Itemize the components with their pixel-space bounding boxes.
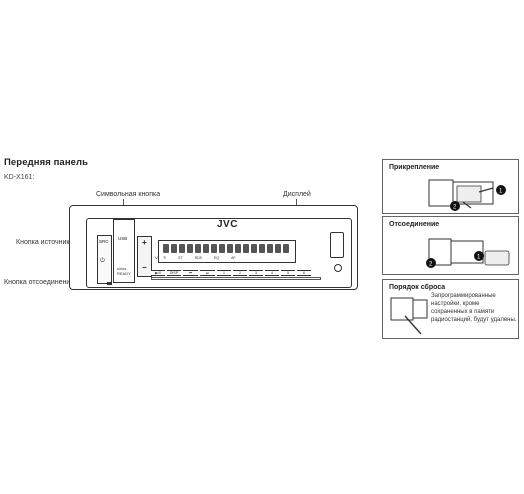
callout-source-button: Кнопка источника <box>16 239 74 246</box>
attach-step1: 1 <box>499 189 503 195</box>
preset-button[interactable]: ⏮ <box>183 270 198 276</box>
attach-step2: 2 <box>453 205 457 211</box>
attach-panel: Прикрепление 1 2 <box>382 159 519 214</box>
detach-button[interactable] <box>107 282 112 285</box>
preset-button[interactable]: 1 <box>217 270 231 276</box>
callout-symbol-button: Символьная кнопка <box>96 191 161 198</box>
display-indicator: EQ <box>214 256 220 260</box>
reset-illustration <box>390 297 428 335</box>
aux-jack[interactable] <box>334 264 342 272</box>
brand-logo: JVC <box>217 219 238 230</box>
attach-title: Прикрепление <box>389 164 440 171</box>
reset-panel: Порядок сброса Запрограммированные настр… <box>382 279 519 339</box>
usb-slot[interactable] <box>113 219 135 283</box>
volume-knob[interactable] <box>137 236 152 277</box>
button-bar <box>151 277 321 280</box>
detach-step1: 1 <box>477 255 481 261</box>
display-indicator: ST <box>178 256 183 260</box>
callout-detach-button: Кнопка отсоединения <box>4 279 75 286</box>
preset-button[interactable]: 2 <box>233 270 247 276</box>
detach-title: Отсоединение <box>389 221 440 228</box>
detach-illustration: 1 2 <box>426 238 510 268</box>
vol-minus-icon: − <box>142 263 147 272</box>
lcd-display: TI ST RDS EQ AF <box>158 240 296 263</box>
preset-button[interactable]: 6 <box>297 270 311 276</box>
vol-plus-icon: + <box>142 238 147 247</box>
detach-step2: 2 <box>429 262 433 268</box>
preset-button[interactable]: 5 <box>281 270 295 276</box>
display-segments <box>163 244 289 253</box>
preset-button[interactable]: 3 <box>249 270 263 276</box>
preset-button[interactable]: DISP <box>167 270 181 276</box>
attach-illustration: 1 2 <box>428 179 506 211</box>
faceplate <box>86 218 352 288</box>
preset-button[interactable]: ▶/II <box>151 270 165 276</box>
control-dial[interactable] <box>330 232 344 258</box>
preset-button[interactable]: ⏭ <box>200 270 215 276</box>
power-icon: ⏻ <box>100 258 105 264</box>
reset-title: Порядок сброса <box>389 284 446 291</box>
reset-note: Запрограммированные настройки, кроме сох… <box>431 293 517 323</box>
source-label: SRC <box>99 239 109 244</box>
callout-display: Дисплей <box>283 191 311 198</box>
model-label: KD-X161: <box>4 174 35 181</box>
display-indicator: AF <box>231 256 236 260</box>
preset-button[interactable]: 4 <box>265 270 279 276</box>
display-indicator: RDS <box>194 256 202 260</box>
display-indicators: TI ST RDS EQ AF <box>163 256 236 260</box>
usb-label: USB <box>118 236 128 241</box>
detach-panel: Отсоединение 1 2 <box>382 216 519 275</box>
display-indicator: TI <box>163 256 167 260</box>
section-title: Передняя панель <box>4 157 89 168</box>
source-button[interactable] <box>97 235 112 284</box>
